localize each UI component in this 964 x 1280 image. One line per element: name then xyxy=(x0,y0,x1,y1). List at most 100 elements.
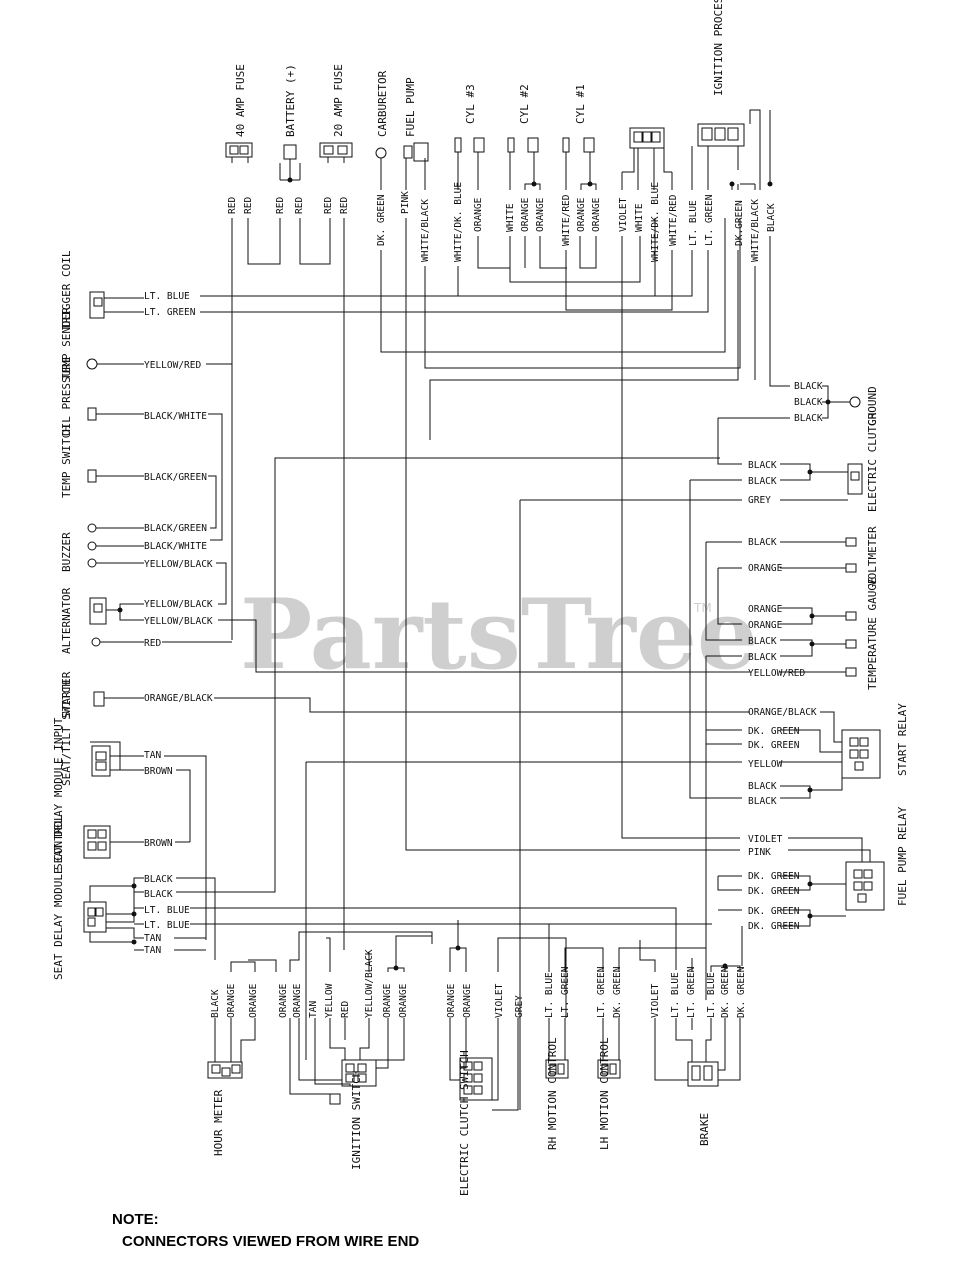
fuse-40-amp-label: 40 AMP FUSE xyxy=(234,64,247,137)
seat-delay-control: SEAT DELAY MODULE CONTROL xyxy=(52,814,107,980)
wire-label: ORANGE xyxy=(535,197,546,232)
seat-tilt-label: SEAT/TILT SWITCH xyxy=(60,680,73,786)
wire-label: LT. BLUE xyxy=(144,920,190,931)
fuse-40-amp: 40 AMP FUSE xyxy=(225,64,253,158)
buzzer-label: BUZZER xyxy=(60,532,73,572)
wire-label: BLACK xyxy=(210,989,221,1018)
ipm-connector-a xyxy=(629,127,665,149)
wire-label: YELLOW xyxy=(324,983,335,1018)
wire-label: TAN xyxy=(144,945,161,956)
wire-label: BLACK xyxy=(144,889,173,900)
wire-label: BLACK xyxy=(748,652,777,663)
ignition-switch: IGNITION SWITCH xyxy=(329,1059,377,1170)
wire-label: ORANGE xyxy=(292,983,303,1018)
trigger-coil: TRIGGER COIL xyxy=(60,250,105,330)
temp-sender-label: TEMP SENDER xyxy=(60,307,73,380)
wire-label: BLACK/WHITE xyxy=(144,541,207,552)
wire-label: RED xyxy=(144,638,161,649)
wire-label: LT. GREEN xyxy=(704,194,715,246)
wire-label: YELLOW xyxy=(748,759,783,770)
wire-label: DK. GREEN xyxy=(748,871,800,882)
wire-label: BLACK xyxy=(794,397,823,408)
wire-label: TAN xyxy=(144,933,161,944)
wire-label: ORANGE xyxy=(591,197,602,232)
wire-label: VIOLET xyxy=(748,834,783,845)
ipm-label: IGNITION PROCESSOR MODULE xyxy=(712,0,725,96)
wire-label: DK. GREEN xyxy=(748,921,800,932)
electric-clutch: ELECTRIC CLUTCH xyxy=(847,413,879,512)
wire-label: BLACK xyxy=(748,796,777,807)
wire-label: LT. BLUE xyxy=(544,972,555,1018)
wire-label: ORANGE xyxy=(398,983,409,1018)
wire-label: YELLOW/BLACK xyxy=(144,599,213,610)
watermark: PartsTree xyxy=(240,578,758,691)
wire-label: DK. GREEN xyxy=(748,886,800,897)
temp-sender: TEMP SENDER xyxy=(60,307,98,380)
wire-label: RED xyxy=(323,197,334,214)
temp-gauge-label: TEMPERATURE GAUGE xyxy=(866,577,879,690)
voltmeter: VOLTMETER xyxy=(845,526,879,586)
start-relay-label: START RELAY xyxy=(896,703,909,776)
note-title: NOTE: xyxy=(112,1211,159,1228)
fuel-pump-relay: FUEL PUMP RELAY xyxy=(845,806,909,911)
hour-meter: HOUR METER xyxy=(207,1061,243,1156)
ground-label: GROUND xyxy=(866,386,879,426)
wire-label: BROWN xyxy=(144,766,173,777)
seat-delay-control-label: SEAT DELAY MODULE CONTROL xyxy=(52,814,65,980)
hour-meter-label: HOUR METER xyxy=(212,1089,225,1156)
wire-label: WHITE xyxy=(505,203,516,232)
wire-label: LT. GREEN xyxy=(596,966,607,1018)
wire-label: LT. BLUE xyxy=(706,972,717,1018)
carburetor-label: CARBURETOR xyxy=(376,70,389,137)
fuse-20-amp-label: 20 AMP FUSE xyxy=(332,64,345,137)
carburetor-connector: CARBURETOR xyxy=(375,70,389,159)
wire-label: DK. GREEN xyxy=(736,966,747,1018)
wire-label: WHITE/RED xyxy=(668,194,679,246)
note-text: CONNECTORS VIEWED FROM WIRE END xyxy=(122,1233,419,1250)
wire-label: YELLOW/RED xyxy=(144,360,201,371)
wire-label: BLACK/GREEN xyxy=(144,472,207,483)
cyl1-label: CYL #1 xyxy=(574,84,587,124)
wire-label: LT. BLUE xyxy=(688,200,699,246)
wire-label: BLACK xyxy=(794,381,823,392)
wire-label: ORANGE xyxy=(446,983,457,1018)
battery-terminal: BATTERY (+) xyxy=(283,64,297,160)
temp-switch: TEMP SWITCH xyxy=(60,425,97,498)
brake-switch: BRAKE xyxy=(687,1061,719,1146)
alternator: ALTERNATOR xyxy=(60,587,107,654)
fuel-pump-relay-label: FUEL PUMP RELAY xyxy=(896,806,909,906)
wire-label: TAN xyxy=(308,1001,319,1018)
left-wiring xyxy=(89,297,750,970)
wire-label: ORANGE/BLACK xyxy=(144,693,213,704)
wire-label: ORANGE xyxy=(748,620,783,631)
wire-label: BLACK xyxy=(766,203,777,232)
ignition-switch-label: IGNITION SWITCH xyxy=(350,1071,363,1170)
fuel-pump-connector: FUEL PUMP xyxy=(403,77,429,162)
wire-label: DK. GREEN xyxy=(376,194,387,246)
oil-pressure-label: OIL PRESSURE xyxy=(60,357,73,436)
cyl2-label: CYL #2 xyxy=(518,84,531,124)
wire-label: YELLOW/RED xyxy=(748,668,805,679)
wire-label: ORANGE xyxy=(462,983,473,1018)
wire-label: ORANGE xyxy=(248,983,259,1018)
wire-label: BLACK xyxy=(748,476,777,487)
wire-label: BLACK xyxy=(144,874,173,885)
wire-label: GREY xyxy=(514,995,525,1018)
ground-terminal: GROUND xyxy=(849,386,879,426)
wire-label: RED xyxy=(339,197,350,214)
lh-motion-label: LH MOTION CONTROL xyxy=(598,1037,611,1150)
wire-label: BLACK xyxy=(794,413,823,424)
wire-label: VIOLET xyxy=(650,983,661,1018)
wire-label: VIOLET xyxy=(494,983,505,1018)
wire-label: BROWN xyxy=(144,838,173,849)
bottom-wiring xyxy=(214,920,741,1111)
wire-label: RED xyxy=(227,197,238,214)
starter: STARTER xyxy=(60,671,105,718)
battery-label: BATTERY (+) xyxy=(284,64,297,137)
rh-motion-control: RH MOTION CONTROL xyxy=(545,1037,569,1150)
wire-label: ORANGE xyxy=(278,983,289,1018)
start-relay: START RELAY xyxy=(841,703,909,779)
wire-label: YELLOW/BLACK xyxy=(364,949,375,1018)
wire-label: DK. GREEN xyxy=(748,740,800,751)
